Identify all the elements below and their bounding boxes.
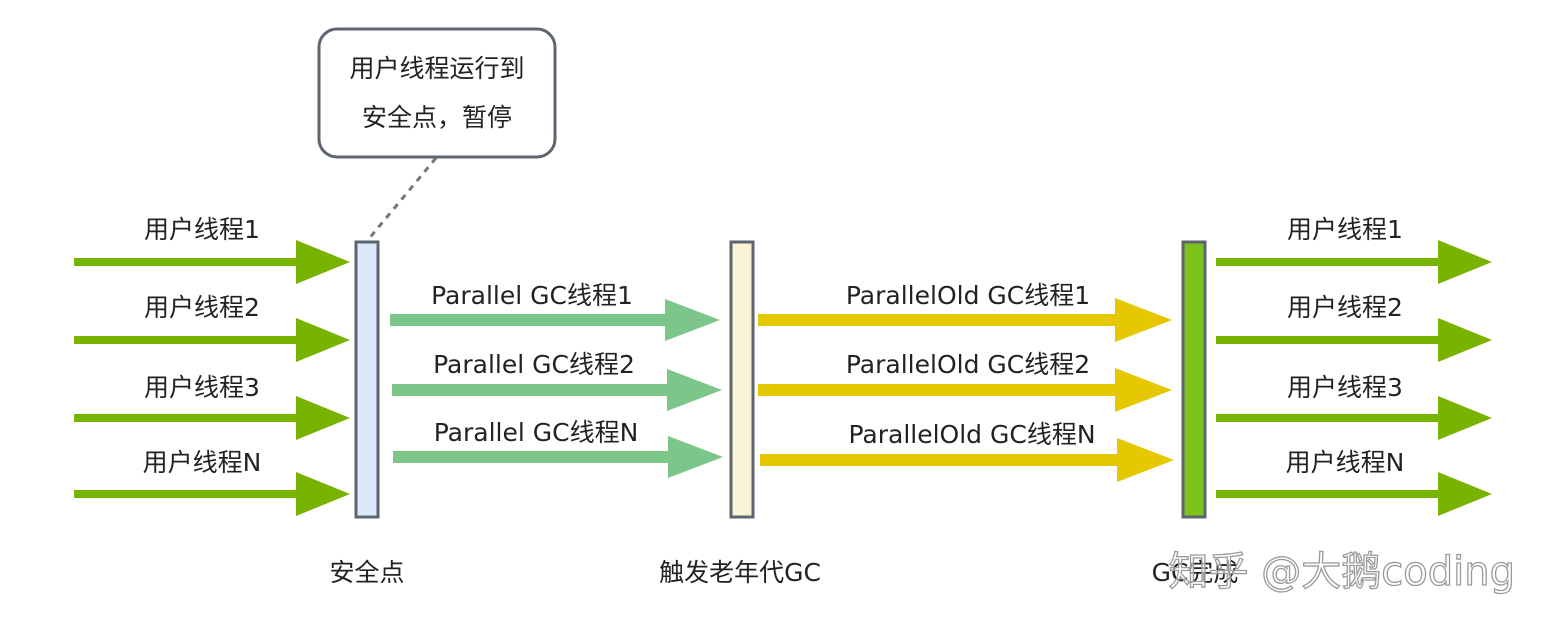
user-thread-arrow: 用户线程N bbox=[1216, 448, 1492, 516]
user-thread-label: 用户线程2 bbox=[1287, 293, 1403, 322]
callout-box bbox=[317, 27, 557, 159]
parallel-old-gc-arrow: ParallelOld GC线程2 bbox=[758, 350, 1172, 412]
user-threads-left: 用户线程1 用户线程2 用户线程3 用户线程N bbox=[74, 215, 350, 516]
safepoint-label: 安全点 bbox=[329, 558, 404, 587]
callout-connector bbox=[365, 157, 438, 242]
parallel-gc-arrow: Parallel GC线程N bbox=[393, 418, 723, 478]
parallel-gc-label: Parallel GC线程1 bbox=[431, 281, 633, 310]
user-thread-label: 用户线程N bbox=[143, 448, 262, 477]
user-thread-arrow: 用户线程3 bbox=[1216, 373, 1492, 440]
trigger-old-gc-label: 触发老年代GC bbox=[659, 558, 821, 587]
parallel-gc-label: Parallel GC线程2 bbox=[433, 350, 635, 379]
parallel-old-gc-threads: ParallelOld GC线程1 ParallelOld GC线程2 Para… bbox=[758, 281, 1174, 482]
parallel-old-gc-arrow: ParallelOld GC线程N bbox=[760, 420, 1174, 482]
watermark: 知乎 @大鹅coding bbox=[1169, 549, 1515, 595]
user-thread-arrow: 用户线程1 bbox=[1216, 215, 1492, 284]
callout: 用户线程运行到 安全点，暂停 bbox=[317, 27, 557, 242]
parallel-gc-arrow: Parallel GC线程2 bbox=[392, 350, 722, 411]
parallel-old-gc-label: ParallelOld GC线程N bbox=[848, 420, 1095, 449]
parallel-gc-threads: Parallel GC线程1 Parallel GC线程2 Parallel G… bbox=[390, 281, 723, 478]
parallel-old-gc-label: ParallelOld GC线程1 bbox=[846, 281, 1090, 310]
user-thread-label: 用户线程N bbox=[1286, 448, 1405, 477]
user-thread-label: 用户线程1 bbox=[1287, 215, 1403, 244]
user-thread-arrow: 用户线程3 bbox=[74, 373, 350, 440]
user-thread-arrow: 用户线程2 bbox=[74, 293, 350, 362]
parallel-gc-label: Parallel GC线程N bbox=[434, 418, 639, 447]
user-thread-arrow: 用户线程2 bbox=[1216, 293, 1492, 362]
user-thread-arrow: 用户线程1 bbox=[74, 215, 350, 284]
parallel-old-gc-label: ParallelOld GC线程2 bbox=[846, 350, 1090, 379]
user-thread-label: 用户线程1 bbox=[144, 215, 260, 244]
trigger-old-gc-bar bbox=[729, 240, 755, 519]
gc-done-label: GC完成 bbox=[1152, 558, 1239, 587]
user-thread-label: 用户线程2 bbox=[144, 293, 260, 322]
user-thread-label: 用户线程3 bbox=[1287, 373, 1403, 402]
safepoint-bar bbox=[354, 240, 380, 519]
parallel-old-gc-arrow: ParallelOld GC线程1 bbox=[758, 281, 1172, 342]
user-thread-arrow: 用户线程N bbox=[74, 448, 350, 516]
parallel-gc-arrow: Parallel GC线程1 bbox=[390, 281, 720, 341]
callout-line-2: 安全点，暂停 bbox=[362, 103, 512, 132]
callout-line-1: 用户线程运行到 bbox=[349, 54, 524, 83]
user-thread-label: 用户线程3 bbox=[144, 373, 260, 402]
user-threads-right: 用户线程1 用户线程2 用户线程3 用户线程N bbox=[1216, 215, 1492, 516]
gc-done-bar bbox=[1181, 240, 1207, 519]
